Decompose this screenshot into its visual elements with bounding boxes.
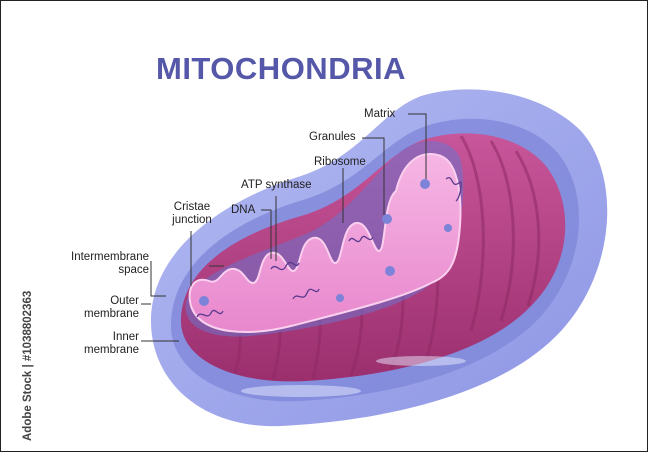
label-intermembrane-line1: Intermembrane [59,251,149,264]
label-ribosome: Ribosome [314,156,366,169]
label-outer-line1: Outer [69,295,139,308]
label-atp-synthase: ATP synthase [241,179,312,192]
watermark-text: Adobe Stock | #1038802363 [22,291,34,441]
label-inner-membrane: Inner membrane [69,331,139,357]
label-outer-line2: membrane [69,308,139,321]
label-cristae-line2: junction [166,214,218,227]
page-title: MITOCHONDRIA [156,51,406,87]
label-dna: DNA [231,204,255,217]
label-inner-line1: Inner [69,331,139,344]
label-cristae-junction: Cristae junction [166,201,218,227]
label-inner-line2: membrane [69,344,139,357]
label-granules: Granules [309,131,356,144]
label-cristae-line1: Cristae [166,201,218,214]
label-intermembrane-space: Intermembrane space [59,251,149,277]
label-matrix: Matrix [364,108,395,121]
label-outer-membrane: Outer membrane [69,295,139,321]
label-intermembrane-line2: space [59,264,149,277]
